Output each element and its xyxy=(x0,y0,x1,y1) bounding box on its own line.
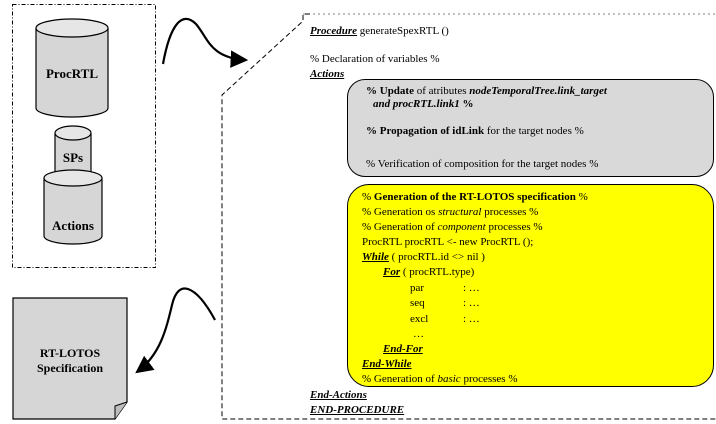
gray-actions-box xyxy=(347,79,714,177)
generation-spec-line: % Generation of the RT-LOTOS specificati… xyxy=(362,191,588,204)
gen-end-pct: % xyxy=(575,191,588,203)
case-seq-rest: : … xyxy=(463,297,480,309)
procrtl-database-icon xyxy=(35,18,109,118)
comp-pre: % Generation of xyxy=(362,221,438,233)
case-seq: seq xyxy=(410,297,425,309)
update-keyword: Update xyxy=(379,85,414,97)
procedure-keyword: Procedure xyxy=(310,25,358,37)
update-line-2: and procRTL.link1 % xyxy=(373,98,474,111)
struct-word: structural xyxy=(438,206,482,218)
basic-word: basic xyxy=(437,373,461,385)
propagation-keyword: Propagation of idLink xyxy=(379,125,485,137)
sps-database-icon xyxy=(54,125,92,180)
procrtl-label: ProcRTL xyxy=(45,66,99,81)
propagation-line: % Propagation of idLink for the target n… xyxy=(366,125,584,138)
while-line: While ( procRTL.id <> nil ) xyxy=(362,251,485,264)
verification-line: % Verification of composition for the ta… xyxy=(366,158,599,170)
new-procrtl-line: ProcRTL procRTL <- new ProcRTL (); xyxy=(362,236,534,248)
procedure-name: generateSpexRTL () xyxy=(357,25,449,37)
rt-lotos-label-line1: RT-LOTOS xyxy=(39,346,101,360)
update-mid: of atributes xyxy=(413,85,470,97)
input-flow-arrow xyxy=(161,17,249,68)
while-keyword: While xyxy=(362,251,389,263)
actions-label: Actions xyxy=(52,218,94,233)
comp-word: component xyxy=(437,221,486,233)
basic-post: processes % xyxy=(460,373,518,385)
update-end-pct: % xyxy=(459,98,474,110)
rt-lotos-label-line2: Specification xyxy=(37,361,103,375)
case-ellipsis: … xyxy=(413,328,424,340)
sps-label: SPs xyxy=(62,150,84,165)
rt-lotos-spec-label: RT-LOTOS Specification xyxy=(13,346,127,376)
case-par: par xyxy=(410,282,425,294)
struct-post: processes % xyxy=(481,206,539,218)
end-procedure-keyword: END-PROCEDURE xyxy=(310,404,405,416)
yellow-generation-box xyxy=(347,184,714,387)
propagation-pct: % xyxy=(366,125,380,137)
basic-line: % Generation of basic processes % xyxy=(362,373,518,386)
actions-keyword: Actions xyxy=(310,68,345,80)
for-line: For ( procRTL.type) xyxy=(383,266,474,279)
update-line-1: % Update of atributes nodeTemporalTree.l… xyxy=(366,85,607,98)
case-excl: excl xyxy=(410,313,429,325)
component-line: % Generation of component processes % xyxy=(362,221,543,234)
while-condition: ( procRTL.id <> nil ) xyxy=(388,251,485,263)
for-expression: ( procRTL.type) xyxy=(400,266,475,278)
gen-pct: % xyxy=(362,191,374,203)
output-flow-arrow xyxy=(135,287,216,374)
update-target-attr: nodeTemporalTree.link_target xyxy=(469,85,607,97)
end-while-keyword: End-While xyxy=(362,358,412,370)
gen-keyword: Generation of the RT-LOTOS specification xyxy=(373,191,576,203)
structural-line: % Generation os structural processes % xyxy=(362,206,538,219)
comp-post: processes % xyxy=(485,221,543,233)
procedure-line: Procedure generateSpexRTL () xyxy=(310,25,449,38)
basic-pre: % Generation of xyxy=(362,373,438,385)
update-pct: % xyxy=(366,85,380,97)
update-link-attr: and procRTL.link1 xyxy=(373,98,460,110)
repository-frame xyxy=(12,4,156,268)
case-excl-rest: : … xyxy=(463,313,480,325)
struct-pre: % Generation os xyxy=(362,206,439,218)
for-keyword: For xyxy=(383,266,401,278)
end-actions-keyword: End-Actions xyxy=(310,389,367,401)
rt-lotos-document-icon xyxy=(12,297,128,420)
end-for-keyword: End-For xyxy=(383,343,423,355)
actions-database-icon xyxy=(43,169,103,245)
case-par-rest: : … xyxy=(463,282,480,294)
code-panel-frame xyxy=(221,13,716,420)
propagation-rest: for the target nodes % xyxy=(484,125,584,137)
declaration-comment: % Declaration of variables % xyxy=(310,53,440,65)
